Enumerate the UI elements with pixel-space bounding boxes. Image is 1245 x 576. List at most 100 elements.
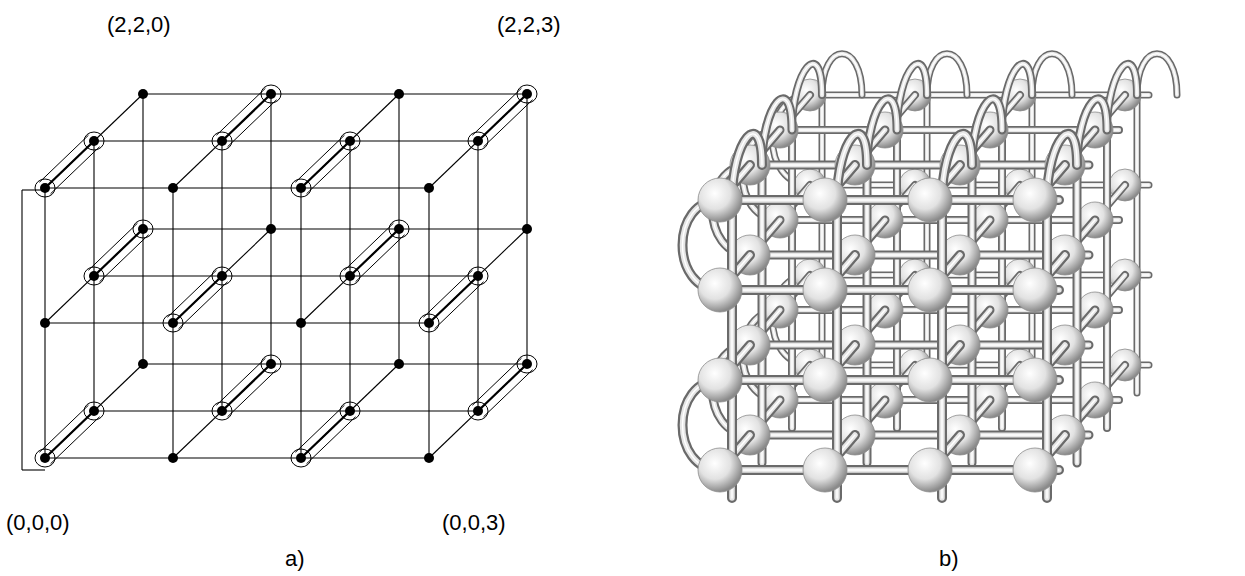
tube-body [1137,54,1177,393]
tube-shadow [1137,54,1177,393]
tube-edge [295,405,344,452]
tube-core [478,364,527,411]
tube-highlight [1107,64,1137,428]
tube-core [429,276,478,323]
tube-end [261,85,281,103]
tube-edge [100,235,149,282]
tube-end [261,355,281,373]
tube-end [291,449,311,467]
corner-coordinate: (2,2,3) [495,12,563,38]
lattice-site [168,453,178,463]
lattice-sphere [908,178,952,222]
tube-shadow [1107,64,1137,428]
lattice-site [40,318,50,328]
rendered-lattice [683,54,1178,498]
tube-end [419,314,439,332]
lattice-site [522,359,532,369]
tube-body [683,380,1060,470]
lattice-site [296,183,306,193]
corner-coordinate: (2,2,0) [105,12,173,38]
tube-end [212,132,232,150]
tube-end [340,132,360,150]
lattice-site [473,136,483,146]
tube-highlight [713,165,1090,255]
tube-end [340,267,360,285]
lattice-site [424,183,434,193]
lattice-site [217,136,227,146]
panel-label: a) [283,546,307,572]
tube-end [340,402,360,420]
tube-end [291,179,311,197]
tube-capsule [468,85,537,150]
grid-line [22,469,45,470]
lattice-site [345,406,355,416]
tube-capsule [163,267,232,332]
tube-end [468,402,488,420]
tube-end [389,220,409,238]
tube-edge [423,270,472,317]
tube-end [517,355,537,373]
lattice-sphere [698,178,742,222]
wireframe-lattice [22,85,537,470]
tube-edge [307,147,356,194]
tube-capsule [212,85,281,150]
lattice-sphere [803,358,847,402]
lattice-site [266,89,276,99]
tube-core [301,411,350,458]
tube-core [350,229,399,276]
grid-line [94,410,478,411]
lattice-site [138,89,148,99]
lattice-site [394,89,404,99]
panel-label: b) [937,546,961,572]
tube-body [683,200,1060,290]
tube-edge [472,88,521,135]
grid-line [45,457,429,458]
tube-core [301,141,350,188]
grid-line [143,363,527,364]
lattice-sphere [698,268,742,312]
lattice-sphere [803,178,847,222]
tube-core [173,276,222,323]
tube-highlight [1137,54,1177,393]
tube-highlight [713,345,1090,435]
lattice-site [40,453,50,463]
tube-end [517,85,537,103]
tube-edge [167,270,216,317]
grid-line [45,322,429,323]
lattice-site [138,224,148,234]
tube-end [163,314,183,332]
tube-capsule [84,220,153,285]
lattice-site [266,359,276,369]
lattice-site [168,318,178,328]
corner-coordinate: (0,0,3) [440,510,508,536]
tube-edge [51,147,100,194]
corner-coordinate: (0,0,0) [4,510,72,536]
tube-edge [228,100,277,147]
lattice-sphere [908,268,952,312]
lattice-layer [683,134,1078,498]
grid-line [45,187,429,188]
tube-highlight [683,380,1060,470]
lattice-site [296,318,306,328]
lattice-site [266,224,276,234]
lattice-site [394,224,404,234]
tube-edge [435,282,484,329]
tube-shadow [713,165,1090,255]
tube-capsule [468,355,537,420]
tube-edge [51,417,100,464]
lattice-site [296,453,306,463]
lattice-site [89,271,99,281]
tube-body [713,165,1090,255]
tube-edge [216,88,265,135]
tube-body [1107,64,1137,428]
tube-capsule [419,267,488,332]
tube-end [212,402,232,420]
tube-end [212,267,232,285]
grid-line [21,190,22,470]
tube-edge [39,135,88,182]
tube-end [35,179,55,197]
lattice-sphere [698,448,742,492]
tube-edge [179,282,228,329]
lattice-site [168,183,178,193]
